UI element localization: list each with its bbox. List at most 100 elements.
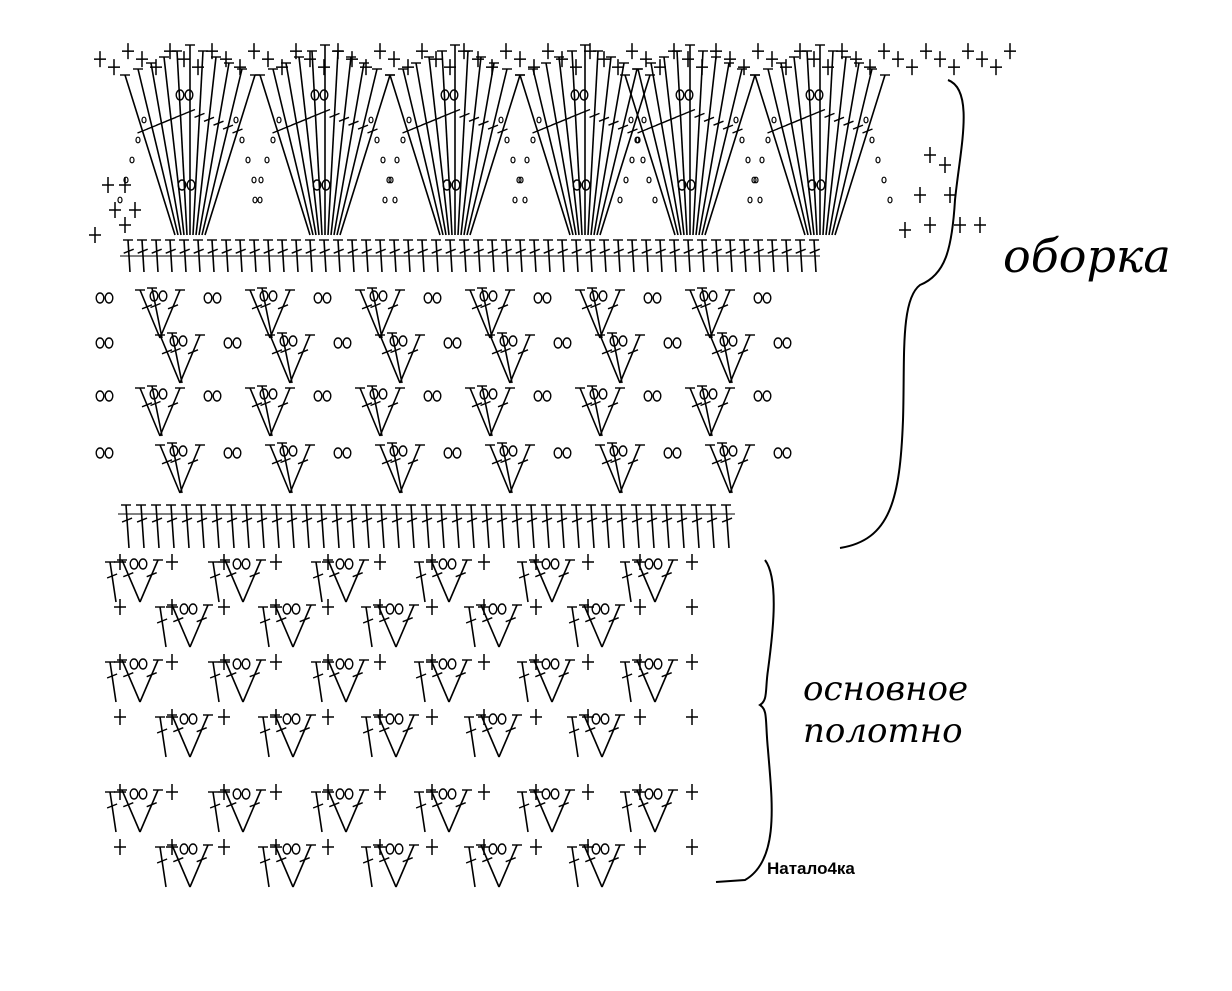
chain-loop-icon <box>129 788 148 800</box>
tall-stitch-icon <box>159 56 185 236</box>
tall-stitch-icon <box>575 289 601 339</box>
cross-stitch-icon <box>864 59 876 76</box>
cross-stitch-icon <box>530 599 542 615</box>
cross-stitch-icon <box>906 59 918 76</box>
tall-stitch-icon <box>375 334 401 384</box>
cross-stitch-icon <box>654 59 666 76</box>
tall-stitch-icon <box>763 68 809 236</box>
tall-stitch-icon <box>543 239 554 273</box>
chain-loop-icon <box>141 116 147 124</box>
tall-stitch-icon <box>277 442 293 494</box>
tall-stitch-icon <box>631 504 643 549</box>
tall-stitch-icon <box>485 334 511 384</box>
cross-stitch-icon <box>528 59 540 76</box>
tall-stitch-icon <box>497 332 513 384</box>
tall-stitch-icon <box>489 387 515 437</box>
chain-loop-icon <box>644 788 663 800</box>
tall-stitch-icon <box>220 559 244 603</box>
tall-stitch-icon <box>387 442 403 494</box>
tall-stitch-icon <box>705 334 731 384</box>
tall-stitch-icon <box>311 561 324 603</box>
tall-stitch-icon <box>139 559 163 603</box>
cross-stitch-icon <box>322 839 334 855</box>
chain-loop-icon <box>264 156 270 164</box>
chain-loop-icon <box>591 843 610 855</box>
main-fabric-label-line1: основное <box>803 669 968 709</box>
tall-stitch-icon <box>159 387 185 437</box>
tall-stitch-icon <box>167 332 183 384</box>
tall-stitch-icon <box>596 68 642 236</box>
signature: Натало4ка <box>767 859 855 878</box>
cross-stitch-icon <box>976 51 988 68</box>
tall-stitch-icon <box>697 385 713 437</box>
tall-stitch-icon <box>529 659 553 703</box>
tall-stitch-icon <box>155 716 168 758</box>
cross-stitch-icon <box>322 709 334 725</box>
chain-loop-icon <box>719 445 738 457</box>
cross-stitch-icon <box>686 654 698 670</box>
tall-stitch-icon <box>619 334 645 384</box>
tall-stitch-icon <box>431 239 442 273</box>
chain-loop-icon <box>609 445 628 457</box>
cross-stitch-icon <box>108 59 120 76</box>
tall-stitch-icon <box>661 504 673 549</box>
tall-stitch-icon <box>417 239 428 273</box>
tall-stitch-icon <box>265 334 291 384</box>
chain-loop-icon <box>498 116 504 124</box>
tall-stitch-icon <box>361 606 374 648</box>
tall-stitch-icon <box>411 62 447 236</box>
tall-stitch-icon <box>333 62 369 236</box>
tall-stitch-icon <box>517 561 530 603</box>
cross-stitch-icon <box>612 59 624 76</box>
chain-loop-icon <box>641 116 647 124</box>
chain-loop-icon <box>310 89 329 101</box>
tall-stitch-icon <box>711 239 722 273</box>
tall-stitch-icon <box>289 444 315 494</box>
cross-stitch-icon <box>322 654 334 670</box>
cross-stitch-icon <box>634 554 646 570</box>
tall-stitch-icon <box>489 289 515 339</box>
tall-stitch-icon <box>437 50 453 236</box>
tall-stitch-icon <box>165 239 176 273</box>
chain-loop-icon <box>887 196 893 204</box>
cross-stitch-icon <box>686 839 698 855</box>
tall-stitch-icon <box>511 504 523 549</box>
tall-stitch-icon <box>258 606 271 648</box>
tall-stitch-icon <box>641 239 652 273</box>
chain-loop-icon <box>530 136 536 144</box>
chain-loop-icon <box>259 388 278 400</box>
tall-stitch-icon <box>685 387 711 437</box>
tall-stitch-icon <box>717 442 733 494</box>
tall-stitch-icon <box>155 846 168 888</box>
cross-stitch-icon <box>114 784 126 800</box>
chain-loop-icon <box>805 89 824 101</box>
cross-stitch-icon <box>109 202 121 218</box>
chain-loop-icon <box>628 116 634 124</box>
tall-stitch-icon <box>414 661 427 703</box>
chain-loop-icon <box>541 558 560 570</box>
tall-stitch-icon <box>595 444 621 494</box>
cross-stitch-icon <box>899 222 911 238</box>
cross-stitch-icon <box>766 51 778 68</box>
cross-stitch-icon <box>836 43 848 60</box>
cross-stitch-icon <box>346 51 358 68</box>
cross-stitch-icon <box>164 43 176 60</box>
chain-loop-icon <box>335 558 354 570</box>
tall-stitch-icon <box>271 504 283 549</box>
tall-stitch-icon <box>529 559 553 603</box>
cross-stitch-icon <box>218 599 230 615</box>
tall-stitch-icon <box>269 387 295 437</box>
cross-stitch-icon <box>478 654 490 670</box>
tall-stitch-icon <box>739 239 750 273</box>
tall-stitch-icon <box>705 444 731 494</box>
chain-loop-icon <box>541 788 560 800</box>
tall-stitch-icon <box>599 239 610 273</box>
tall-stitch-icon <box>151 239 162 273</box>
chain-loop-icon <box>773 337 792 349</box>
tall-stitch-icon <box>620 561 633 603</box>
tall-stitch-icon <box>595 334 621 384</box>
tall-stitch-icon <box>256 504 268 549</box>
chain-loop-icon <box>646 176 652 184</box>
chain-loop-icon <box>438 558 457 570</box>
cross-stitch-icon <box>634 784 646 800</box>
